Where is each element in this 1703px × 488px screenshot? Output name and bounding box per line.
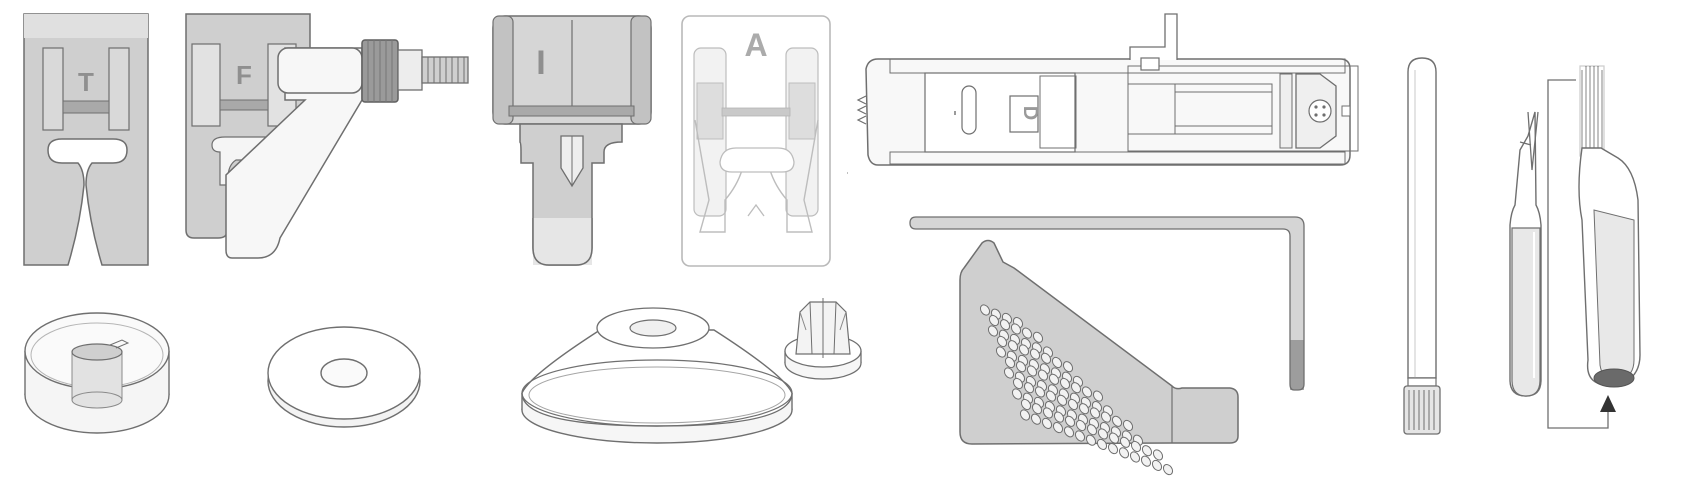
presser-foot-i-icon: I	[492, 15, 652, 266]
perforation-hole	[1075, 419, 1087, 432]
perforation-hole	[1081, 386, 1093, 398]
perforation-hole	[1056, 394, 1068, 406]
perforation-hole	[1064, 415, 1076, 427]
perforation-hole	[1059, 377, 1071, 390]
perforation-hole	[1122, 419, 1134, 432]
perforation-hole	[1037, 369, 1049, 381]
perforation-hole	[1010, 323, 1022, 335]
small-spool-cap-icon	[784, 298, 862, 380]
perforation-hole	[1086, 424, 1098, 436]
foot-f-letter: F	[236, 60, 252, 90]
felt-washer-icon	[267, 326, 421, 428]
seam-ripper-icon	[1509, 111, 1542, 397]
perforation-hole	[1030, 413, 1042, 425]
perforation-hole	[1011, 388, 1023, 400]
perforation-hole	[1048, 373, 1060, 385]
perforation-hole	[1031, 403, 1043, 415]
perforation-hole	[1023, 382, 1035, 394]
perforation-hole	[999, 319, 1011, 331]
perforation-hole	[1041, 417, 1053, 429]
perforation-hole	[1152, 449, 1164, 461]
perforation-hole	[1007, 340, 1019, 352]
perforation-hole	[1129, 451, 1141, 463]
perforation-hole	[1107, 443, 1119, 455]
perforation-hole	[1070, 382, 1082, 394]
perforation-hole	[1051, 356, 1063, 369]
perforation-hole	[1119, 436, 1131, 448]
foot-i-letter: I	[536, 44, 545, 82]
perforation-hole	[995, 346, 1007, 358]
lint-brush-icon	[1547, 65, 1641, 429]
perforation-hole	[1019, 409, 1031, 421]
perforation-hole	[1162, 464, 1174, 476]
perforation-hole	[987, 325, 999, 337]
perforation-hole	[1012, 377, 1024, 390]
perforation-holes	[979, 304, 1174, 476]
perforation-hole	[1092, 390, 1104, 402]
perforation-hole	[1004, 356, 1016, 369]
spool-pin-icon	[1403, 57, 1441, 435]
foot-t-letter: T	[78, 67, 94, 97]
perforation-hole	[1067, 398, 1079, 411]
perforation-hole	[1141, 445, 1153, 457]
presser-foot-f-icon: F	[185, 13, 469, 259]
bobbin-icon	[24, 312, 170, 434]
perforation-hole	[1063, 426, 1075, 438]
perforation-hole	[1130, 440, 1142, 453]
perforation-hole	[1089, 407, 1101, 419]
perforation-hole	[1074, 430, 1086, 442]
foot-d-letter: D	[1019, 106, 1041, 120]
perforation-hole	[1097, 428, 1109, 440]
perforation-hole	[988, 314, 1000, 327]
perforation-hole	[1003, 367, 1015, 379]
perforation-hole	[1111, 415, 1123, 427]
perforation-hole	[1045, 390, 1057, 402]
perforation-hole	[1026, 365, 1038, 377]
perforation-hole	[1100, 411, 1112, 423]
perforation-hole	[1118, 447, 1130, 459]
perforation-hole	[1151, 459, 1163, 471]
perforation-hole	[1015, 361, 1027, 373]
presser-foot-a-icon: A	[681, 15, 831, 267]
perforation-hole	[1062, 361, 1074, 373]
perforation-hole	[1034, 386, 1046, 398]
perforation-hole	[1040, 352, 1052, 364]
perforation-hole	[1042, 407, 1054, 419]
perforation-hole	[1053, 411, 1065, 423]
perforation-hole	[1029, 348, 1041, 360]
foot-a-letter: A	[744, 27, 767, 63]
perforation-hole	[1018, 344, 1030, 356]
buttonhole-foot-d-icon: D	[856, 13, 1359, 166]
perforation-hole	[1021, 327, 1033, 339]
perforation-hole	[996, 335, 1008, 348]
needle-plate-cover-icon	[959, 239, 1239, 476]
perforation-hole	[1140, 455, 1152, 467]
perforation-hole	[1052, 422, 1064, 434]
perforation-hole	[1108, 432, 1120, 444]
allen-key-icon	[909, 216, 1305, 391]
perforation-hole	[1078, 403, 1090, 415]
presser-foot-t-icon: T	[23, 13, 149, 266]
perforation-hole	[1020, 398, 1032, 411]
large-spool-cap-icon	[521, 307, 793, 444]
perforation-hole	[1032, 331, 1044, 343]
perforation-hole	[979, 304, 991, 316]
perforation-hole	[1085, 434, 1097, 446]
perforation-hole	[1096, 438, 1108, 450]
